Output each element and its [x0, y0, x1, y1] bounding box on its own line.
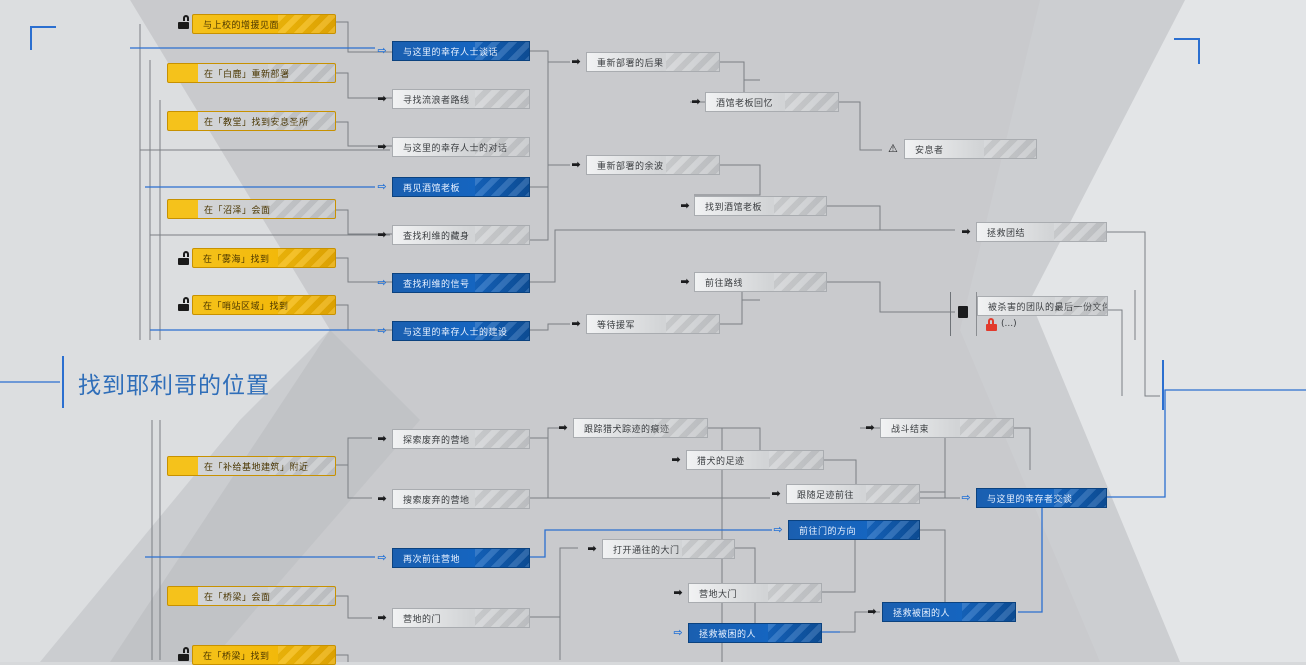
node-final-document-group: 被杀害的团队的最后一份文件 (...) [976, 292, 1108, 336]
node-swamp-meet[interactable]: 在「沼泽」会面 [167, 199, 336, 219]
arrow-right-icon: ⇨ [673, 626, 683, 639]
arrow-right-icon: ➡ [771, 487, 781, 500]
node-levi-signal[interactable]: 查找利维的信号 [392, 273, 530, 293]
arrow-right-icon: ➡ [377, 140, 387, 153]
node-bridge-find[interactable]: 在「桥梁」找到 [192, 645, 336, 665]
unlock-icon [177, 15, 190, 29]
arrow-right-icon: ⇨ [377, 276, 387, 289]
arrow-right-icon: ➡ [571, 317, 581, 330]
node-search-camp[interactable]: 搜索废弃的营地 [392, 489, 530, 509]
arrow-right-icon: ➡ [673, 586, 683, 599]
arrow-right-icon: ➡ [377, 228, 387, 241]
unlock-icon [177, 647, 190, 661]
node-open-gate[interactable]: 打开通往的大门 [602, 539, 735, 559]
node-church-sanctuary[interactable]: 在「教堂」找到安息圣所 [167, 111, 336, 131]
node-talk-survivors-1[interactable]: 与这里的幸存人士谈话 [392, 41, 530, 61]
node-camp-gate[interactable]: 营地大门 [688, 583, 822, 603]
node-talk-survivors-final[interactable]: 与这里的幸存者交谈 [976, 488, 1107, 508]
unlock-icon [177, 251, 190, 265]
node-redeploy-lakehouse[interactable]: 在「白鹿」重新部署 [167, 63, 336, 83]
node-tavern-recall[interactable]: 酒馆老板回忆 [705, 92, 839, 112]
node-talk-survivors-2[interactable]: 与这里的幸存人士的对话 [392, 137, 530, 157]
node-rescue-trapped-1[interactable]: 拯救被困的人 [688, 623, 822, 643]
arrow-right-icon: ➡ [867, 605, 877, 618]
node-rescue-trapped-2[interactable]: 拯救被困的人 [882, 602, 1016, 622]
arrow-right-icon: ➡ [377, 432, 387, 445]
node-levi-hideout[interactable]: 查找利维的藏身 [392, 225, 530, 245]
arrow-right-icon: ⇨ [377, 180, 387, 193]
node-battle-end[interactable]: 战斗结束 [880, 418, 1014, 438]
arrow-right-icon: ⇨ [377, 324, 387, 337]
frame-corner-top-right [1174, 38, 1200, 64]
arrow-right-icon: ⇨ [961, 491, 971, 504]
arrow-right-icon: ➡ [691, 95, 701, 108]
document-icon [958, 306, 968, 318]
arrow-right-icon: ➡ [558, 421, 568, 434]
node-outpost-find[interactable]: 在「哨站区域」找到 [192, 295, 336, 315]
arrow-right-icon: ➡ [671, 453, 681, 466]
node-talk-survivors-3[interactable]: 与这里的幸存人士的建设 [392, 321, 530, 341]
node-explore-camp[interactable]: 探索废弃的营地 [392, 429, 530, 449]
arrow-right-icon: ➡ [571, 55, 581, 68]
right-join-bracket [1156, 360, 1164, 410]
node-hound-tracks[interactable]: 猎犬的足迹 [686, 450, 824, 470]
frame-corner-top-left [30, 26, 56, 50]
node-save-unity[interactable]: 拯救团结 [976, 222, 1107, 242]
arrow-right-icon: ➡ [377, 92, 387, 105]
arrow-right-icon: ➡ [571, 158, 581, 171]
node-tavern-owner[interactable]: 再见酒馆老板 [392, 177, 530, 197]
arrow-right-icon: ⇨ [773, 523, 783, 536]
arrow-right-icon: ➡ [680, 275, 690, 288]
arrow-right-icon: ➡ [377, 611, 387, 624]
node-meet-reinforcements[interactable]: 与上校的增援见面 [192, 14, 336, 34]
node-rest[interactable]: 安息者 [904, 139, 1037, 159]
arrow-right-icon: ⇨ [377, 551, 387, 564]
section-title-bracket [62, 356, 70, 408]
arrow-right-icon: ➡ [961, 225, 971, 238]
node-find-tavern-owner[interactable]: 找到酒馆老板 [694, 196, 827, 216]
node-fog-find[interactable]: 在「雾海」找到 [192, 248, 336, 268]
lock-icon [985, 318, 998, 331]
node-camp-door[interactable]: 营地的门 [392, 608, 530, 628]
arrow-right-icon: ⇨ [377, 44, 387, 57]
arrow-right-icon: ➡ [680, 199, 690, 212]
node-redeploy-aftermath[interactable]: 重新部署的余波 [586, 155, 720, 175]
node-wanderer-route[interactable]: 寻找流浪者路线 [392, 89, 530, 109]
node-final-document-subtitle: (...) [1001, 319, 1017, 329]
node-route[interactable]: 前往路线 [694, 272, 827, 292]
node-toward-door[interactable]: 前往门的方向 [788, 520, 920, 540]
node-final-document[interactable]: 被杀害的团队的最后一份文件 [977, 296, 1108, 316]
node-track-hound[interactable]: 跟踪猎犬踪迹的痕迹 [573, 418, 708, 438]
node-camp-again[interactable]: 再次前往营地 [392, 548, 530, 568]
arrow-right-icon: ➡ [865, 421, 875, 434]
arrow-right-icon: ➡ [587, 542, 597, 555]
node-follow-tracks[interactable]: 跟随足迹前往 [786, 484, 920, 504]
arrow-right-icon: ➡ [377, 492, 387, 505]
warning-icon: ⚠ [888, 142, 898, 155]
node-redeploy-outcome[interactable]: 重新部署的后果 [586, 52, 720, 72]
unlock-icon [177, 297, 190, 311]
node-bridge-meet[interactable]: 在「桥梁」会面 [167, 586, 336, 606]
doc-node-bracket [950, 292, 957, 336]
node-wait-reinforcements[interactable]: 等待援军 [586, 314, 720, 334]
section-title: 找到耶利哥的位置 [78, 373, 270, 399]
node-supply-base[interactable]: 在「补给基地建筑」附近 [167, 456, 336, 476]
